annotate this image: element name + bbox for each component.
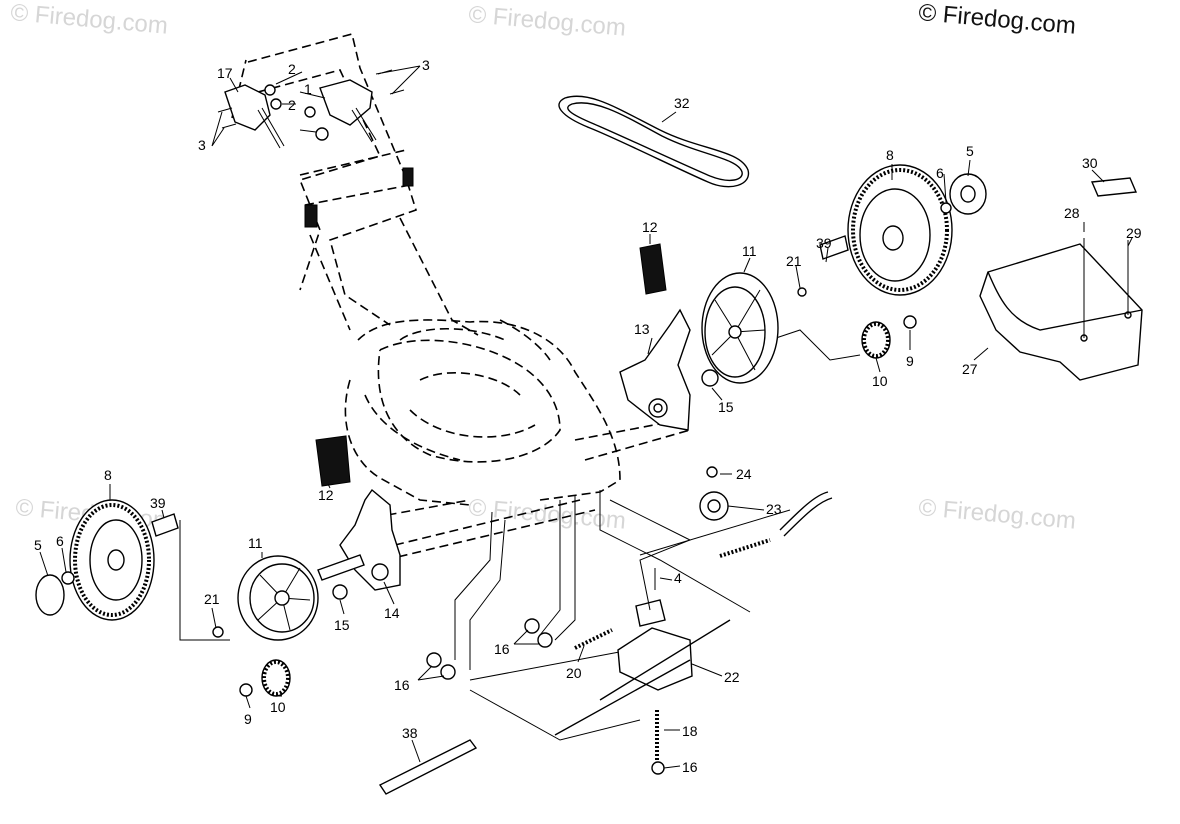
callout-30: 30	[1082, 155, 1098, 171]
callout-38: 38	[402, 725, 418, 741]
left-gear	[239, 659, 291, 697]
callout-14: 14	[384, 605, 400, 621]
callout-6-right: 6	[936, 165, 944, 181]
callout-20: 20	[566, 665, 582, 681]
callout-10-right: 10	[872, 373, 888, 389]
right-gear	[861, 315, 917, 359]
left-hub-disc	[212, 555, 319, 641]
callout-21-right: 21	[786, 253, 802, 269]
right-wheel	[819, 164, 987, 296]
callout-23: 23	[766, 501, 782, 517]
callout-1: 1	[304, 81, 312, 97]
callout-22: 22	[724, 669, 740, 685]
right-hub-disc	[701, 272, 807, 384]
callout-29: 29	[1126, 225, 1142, 241]
rod	[378, 739, 478, 795]
callout-6-left: 6	[56, 533, 64, 549]
assembly-leader-lines	[179, 329, 861, 741]
callout-3-right: 3	[422, 57, 430, 73]
callout-8-left: 8	[104, 467, 112, 483]
control-levers	[217, 69, 414, 228]
callout-18: 18	[682, 723, 698, 739]
callout-28: 28	[1064, 205, 1080, 221]
drive-belt	[558, 95, 750, 188]
callout-9-left: 9	[244, 711, 252, 727]
callout-39-left: 39	[150, 495, 166, 511]
left-wheel	[35, 499, 179, 621]
watermark-top-center: © Firedog.com	[467, 1, 626, 42]
callout-21-left: 21	[204, 591, 220, 607]
callout-24: 24	[736, 466, 752, 482]
callout-5-left: 5	[34, 537, 42, 553]
callout-12-right: 12	[642, 219, 658, 235]
watermark-mid-right: © Firedog.com	[917, 494, 1076, 535]
right-bracket	[619, 243, 719, 431]
transmission-assembly	[426, 466, 833, 775]
left-bracket	[315, 435, 401, 600]
callout-4: 4	[674, 570, 682, 586]
watermark-main: © Firedog.com	[917, 0, 1076, 40]
callout-12-left: 12	[318, 487, 334, 503]
callout-15-right: 15	[718, 399, 734, 415]
handle-and-deck-outline	[231, 33, 691, 561]
callout-39-right: 39	[816, 235, 832, 251]
callout-9-right: 9	[906, 353, 914, 369]
watermark-top-left: © Firedog.com	[9, 0, 168, 40]
callout-16-left: 16	[394, 677, 410, 693]
callout-leaders	[39, 65, 1133, 769]
callout-5-right: 5	[966, 143, 974, 159]
callout-11-right: 11	[742, 243, 757, 259]
callout-11-left: 11	[248, 535, 263, 551]
callout-8-right: 8	[886, 147, 894, 163]
callout-3-left: 3	[198, 137, 206, 153]
callout-32: 32	[674, 95, 690, 111]
callout-13: 13	[634, 321, 650, 337]
rear-cover	[979, 177, 1143, 381]
callout-labels: 17 2 2 1 3 3 32 8 6 5 30 28 29 27 12 11 …	[34, 57, 1142, 775]
callout-15-left: 15	[334, 617, 350, 633]
callout-2-bottom: 2	[288, 97, 296, 113]
callout-10-left: 10	[270, 699, 286, 715]
callout-27: 27	[962, 361, 978, 377]
callout-17: 17	[217, 65, 233, 81]
callout-16-bottom: 16	[682, 759, 698, 775]
callout-2-top: 2	[288, 61, 296, 77]
callout-16-mid: 16	[494, 641, 510, 657]
